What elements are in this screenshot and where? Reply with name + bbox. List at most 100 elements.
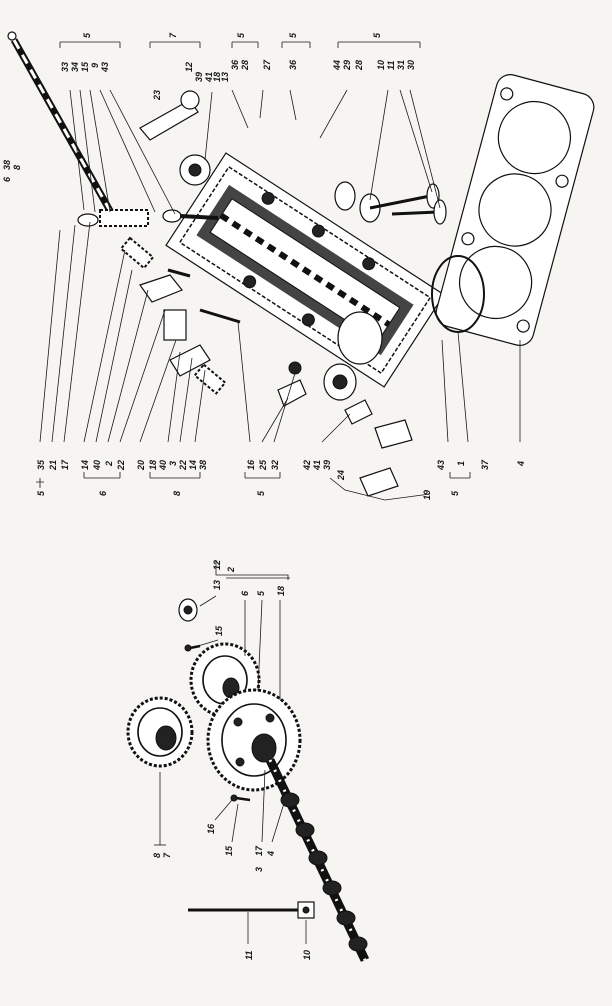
part-label: 18 xyxy=(212,72,222,82)
rocker-shaft xyxy=(7,31,122,227)
part-label: 36 xyxy=(288,59,298,70)
bottom-label-layer: 35 21 17 5 14 40 2 22 6 20 1 8 40 3 22 14… xyxy=(36,459,526,500)
part-label: 4 xyxy=(516,461,526,467)
part-label: 11 xyxy=(386,61,396,70)
part-label: 15 xyxy=(224,845,234,856)
part-label: 37 xyxy=(480,459,490,470)
part-label: 35 xyxy=(36,459,46,470)
part-label: 5 xyxy=(450,490,460,496)
part-label: 40 xyxy=(158,460,168,471)
part-label: 39 xyxy=(322,460,332,470)
part-label: 5 xyxy=(372,32,382,38)
part-label: 1 xyxy=(456,461,466,466)
camshaft-gear-large xyxy=(206,688,302,792)
part-label: 4 xyxy=(266,851,276,857)
part-label: 16 xyxy=(246,459,256,470)
rocker-springs xyxy=(119,236,241,395)
part-label: 22 xyxy=(178,460,188,471)
part-label: 14 xyxy=(188,460,198,470)
part-label: 5 xyxy=(256,490,266,496)
part-label: 34 xyxy=(70,62,80,72)
head-gasket xyxy=(435,74,595,346)
bottom-leader-lines xyxy=(36,221,521,501)
part-label: 40 xyxy=(92,460,102,471)
gear-bolt xyxy=(184,644,251,802)
part-label: 21 xyxy=(48,460,58,471)
part-label: 9 xyxy=(90,63,100,68)
top-label-layer: 6 38 8 5 33 34 15 9 43 7 23 12 39 41 18 … xyxy=(2,32,416,182)
part-label: 3 xyxy=(168,461,178,466)
part-label: 8 xyxy=(12,165,22,170)
part-label: 41 xyxy=(204,72,214,83)
part-label: 43 xyxy=(436,460,446,471)
part-label: 19 xyxy=(422,490,432,500)
part-label: 16 xyxy=(206,823,216,834)
cylinder-head-assembly xyxy=(7,31,595,501)
camshaft-gear-assembly xyxy=(126,560,370,962)
part-label: 8 xyxy=(152,853,162,858)
part-label: 17 xyxy=(60,459,70,470)
part-label: 5 xyxy=(82,32,92,38)
valves xyxy=(334,181,447,225)
part-label: 2 xyxy=(104,461,114,467)
part-label: 39 xyxy=(194,72,204,82)
part-label: 15 xyxy=(80,61,90,72)
part-label: 29 xyxy=(342,60,352,71)
part-label: 6 xyxy=(2,176,12,182)
part-label: 11 xyxy=(244,951,254,960)
gear-label-layer: 13 12 15 2 6 5 18 8 7 16 15 17 3 4 11 10 xyxy=(152,560,312,960)
exhaust-elbow xyxy=(277,361,307,407)
part-label: 14 xyxy=(80,460,90,470)
part-label: 12 xyxy=(212,560,222,570)
top-leader-lines xyxy=(59,41,441,215)
part-label: 7 xyxy=(162,852,172,858)
gear-nut xyxy=(178,598,198,622)
part-label: 36 xyxy=(230,59,240,70)
thermostat-housing xyxy=(323,311,383,401)
part-label: 31 xyxy=(396,60,406,70)
part-label: 28 xyxy=(354,60,364,71)
part-label: 30 xyxy=(406,60,416,70)
part-label: 24 xyxy=(336,470,346,481)
part-label: 33 xyxy=(60,62,70,72)
part-label: 43 xyxy=(100,62,110,73)
part-label: 18 xyxy=(276,586,286,596)
cylinder-head-block xyxy=(165,152,445,388)
part-label: 25 xyxy=(258,459,268,471)
part-label: 22 xyxy=(116,460,126,471)
part-label: 7 xyxy=(168,32,178,38)
part-label: 2 xyxy=(226,567,236,573)
part-label: 13 xyxy=(212,580,222,590)
part-label: 10 xyxy=(302,950,312,960)
gear-leader-lines xyxy=(154,560,307,944)
part-label: 5 xyxy=(256,590,266,596)
pushrod xyxy=(188,901,315,919)
rocker-arm-lever xyxy=(139,90,211,186)
camshaft xyxy=(265,758,370,962)
part-label: 12 xyxy=(184,62,194,72)
part-label: 41 xyxy=(312,460,322,471)
part-label: 27 xyxy=(262,59,272,71)
part-label: 5 xyxy=(236,32,246,38)
side-cover-plate xyxy=(344,399,413,497)
part-label: 42 xyxy=(302,460,312,471)
part-label: 15 xyxy=(214,625,224,636)
part-label: 17 xyxy=(254,845,264,856)
part-label: 20 xyxy=(136,460,146,471)
part-label: 38 xyxy=(198,460,208,470)
part-label: 13 xyxy=(220,72,230,82)
part-label: 8 xyxy=(172,491,182,496)
part-label: 38 xyxy=(2,160,12,170)
part-label: 5 xyxy=(36,490,46,496)
part-label: 5 xyxy=(288,32,298,38)
part-label: 44 xyxy=(332,60,342,71)
timing-gear-small xyxy=(126,696,194,768)
part-label: 28 xyxy=(240,60,250,71)
part-label: 3 xyxy=(254,867,264,872)
part-label: 6 xyxy=(240,590,250,596)
valve-spring-stack xyxy=(77,209,219,227)
part-label: 6 xyxy=(98,490,108,496)
part-label: 10 xyxy=(376,60,386,70)
